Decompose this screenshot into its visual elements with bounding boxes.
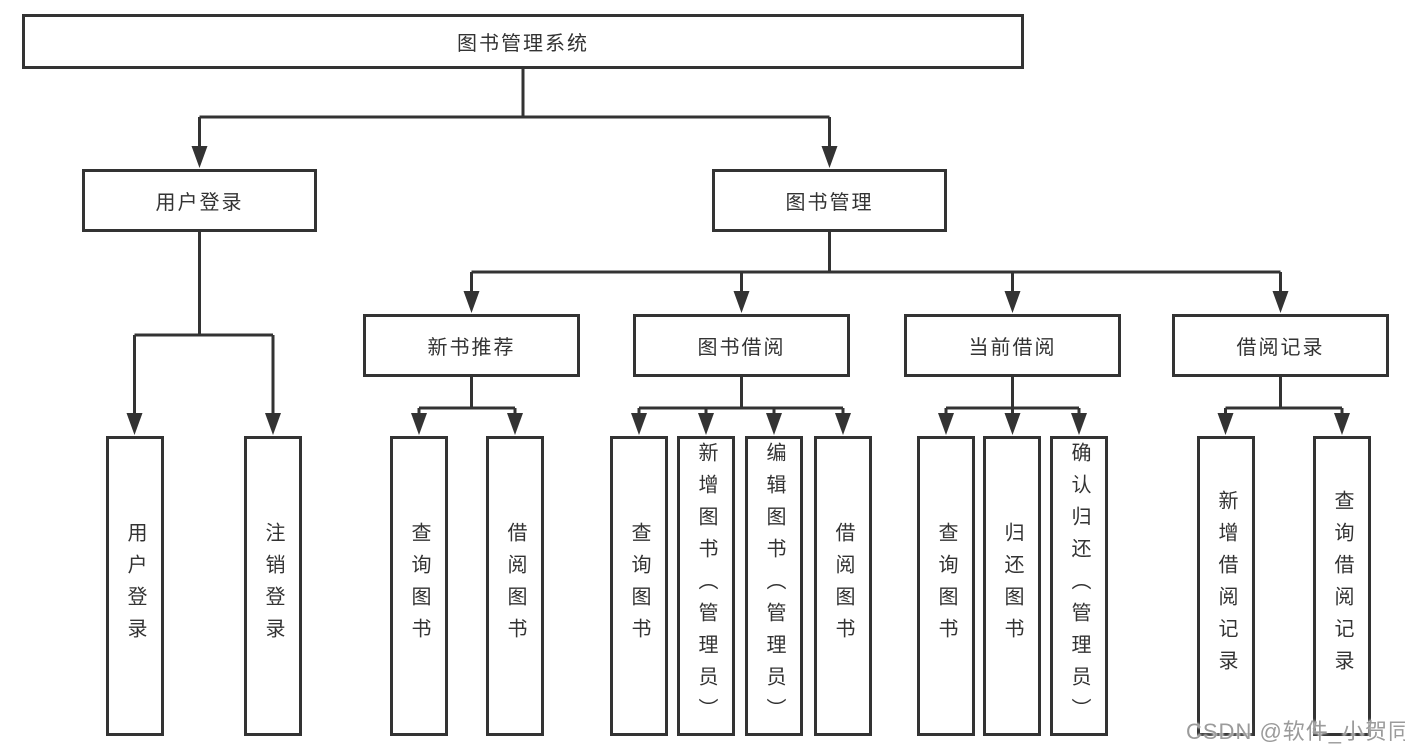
leaf-query-books-borrowing-label: 查询图书 xyxy=(628,522,650,650)
leaf-edit-books-admin: 编辑图书（管理员） xyxy=(745,436,803,736)
node-library-system-label: 图书管理系统 xyxy=(457,33,589,55)
node-borrowing-records: 借阅记录 xyxy=(1172,314,1389,377)
leaf-query-borrow-record: 查询借阅记录 xyxy=(1313,436,1371,736)
leaf-confirm-return-admin: 确认归还（管理员） xyxy=(1050,436,1108,736)
leaf-logout: 注销登录 xyxy=(244,436,302,736)
connector-borrow-to-leaves xyxy=(637,377,845,416)
leaf-query-books-current-label: 查询图书 xyxy=(935,522,957,650)
leaf-borrow-books-recommend: 借阅图书 xyxy=(486,436,544,736)
leaf-confirm-return-admin-label: 确认归还（管理员） xyxy=(1068,442,1090,730)
leaf-add-borrow-record: 新增借阅记录 xyxy=(1197,436,1255,736)
node-new-book-recommendation-label: 新书推荐 xyxy=(427,337,516,359)
node-book-borrowing: 图书借阅 xyxy=(633,314,850,377)
leaf-query-books-recommend-label: 查询图书 xyxy=(408,522,430,650)
leaf-query-borrow-record-label: 查询借阅记录 xyxy=(1331,490,1353,682)
node-user-login-label: 用户登录 xyxy=(155,192,244,214)
leaf-query-books-recommend: 查询图书 xyxy=(390,436,448,736)
node-current-borrowing: 当前借阅 xyxy=(904,314,1121,377)
node-book-management: 图书管理 xyxy=(712,169,947,232)
leaf-query-books-current: 查询图书 xyxy=(917,436,975,736)
leaf-borrow-books-recommend-label: 借阅图书 xyxy=(504,522,526,650)
csdn-watermark: CSDN @软件_小贺同学 xyxy=(1186,719,1405,744)
connector-root-to-level2 xyxy=(198,69,831,150)
connector-records-to-leaves xyxy=(1224,377,1344,416)
leaf-return-books: 归还图书 xyxy=(983,436,1041,736)
connector-userlogin-to-leaves xyxy=(133,232,275,416)
leaf-borrow-books: 借阅图书 xyxy=(814,436,872,736)
node-user-login: 用户登录 xyxy=(82,169,317,232)
leaf-logout-label: 注销登录 xyxy=(262,522,284,650)
node-book-management-label: 图书管理 xyxy=(785,192,874,214)
node-borrowing-records-label: 借阅记录 xyxy=(1236,337,1325,359)
node-new-book-recommendation: 新书推荐 xyxy=(363,314,580,377)
leaf-add-books-admin: 新增图书（管理员） xyxy=(677,436,735,736)
node-current-borrowing-label: 当前借阅 xyxy=(968,337,1057,359)
leaf-return-books-label: 归还图书 xyxy=(1001,522,1023,650)
connector-bookmgmt-to-level3 xyxy=(470,232,1282,295)
connector-newbook-to-leaves xyxy=(417,377,517,416)
leaf-borrow-books-label: 借阅图书 xyxy=(832,522,854,650)
leaf-add-borrow-record-label: 新增借阅记录 xyxy=(1215,490,1237,682)
leaf-edit-books-admin-label: 编辑图书（管理员） xyxy=(763,442,785,730)
node-library-system: 图书管理系统 xyxy=(22,14,1024,69)
leaf-user-login: 用户登录 xyxy=(106,436,164,736)
leaf-add-books-admin-label: 新增图书（管理员） xyxy=(695,442,717,730)
leaf-user-login-label: 用户登录 xyxy=(124,522,146,650)
leaf-query-books-borrowing: 查询图书 xyxy=(610,436,668,736)
node-book-borrowing-label: 图书借阅 xyxy=(697,337,786,359)
arrowheads xyxy=(126,146,1350,435)
connector-current-to-leaves xyxy=(944,377,1081,416)
